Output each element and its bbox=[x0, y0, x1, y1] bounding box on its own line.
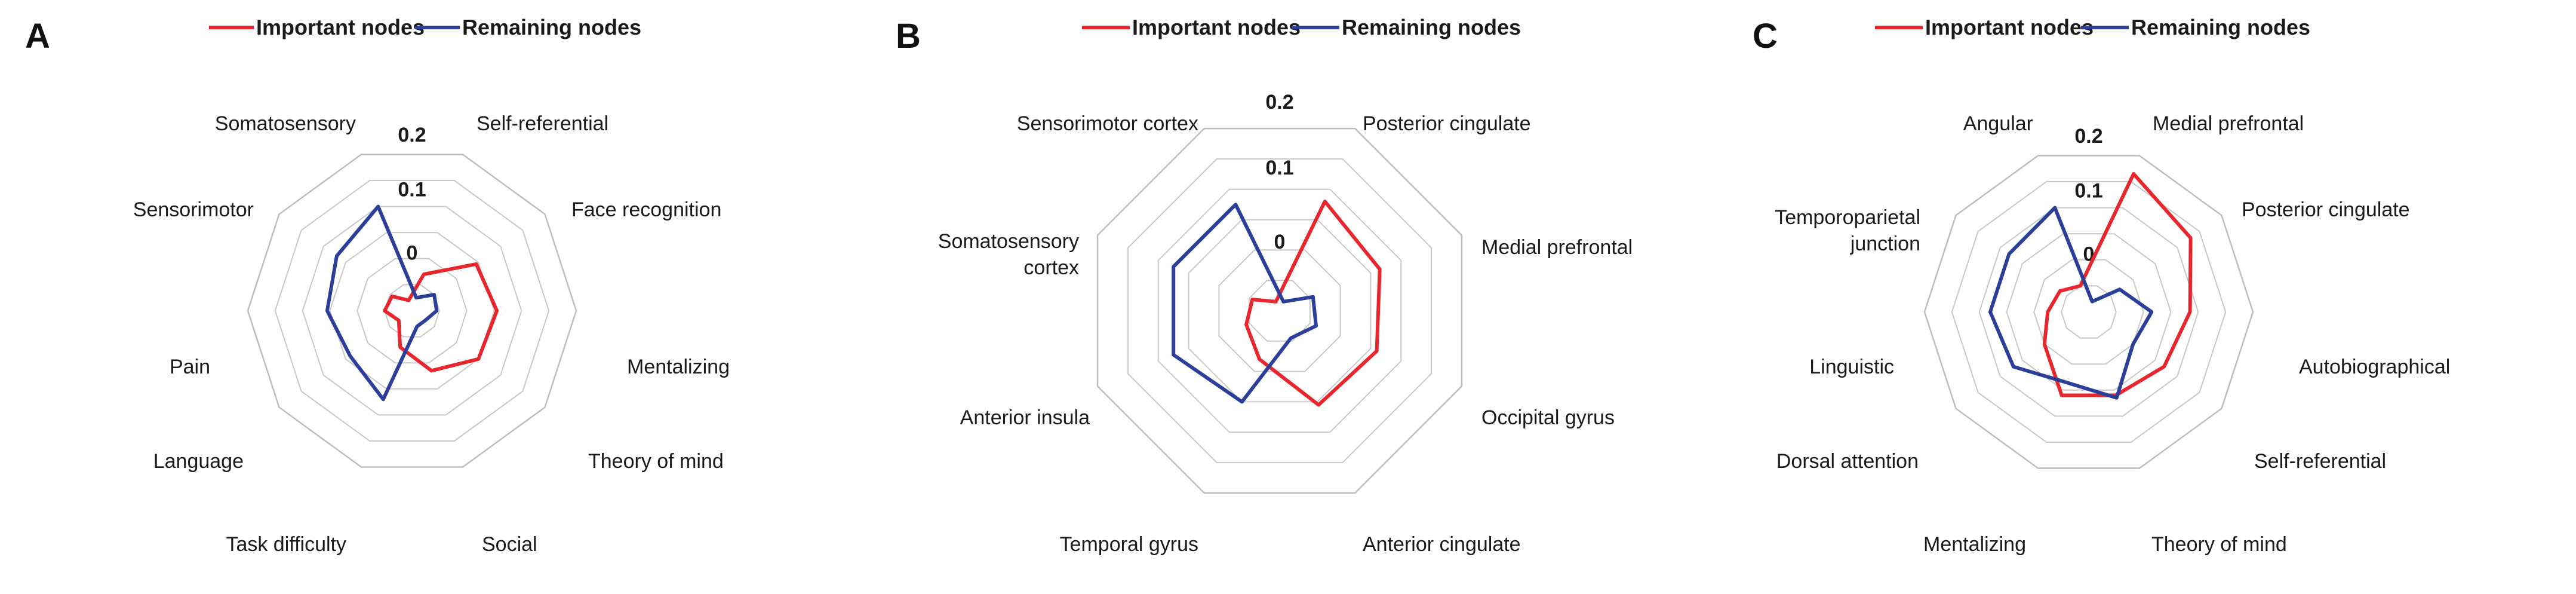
series-remaining-nodes bbox=[1988, 206, 2154, 400]
axis-label-line: junction bbox=[1850, 232, 1920, 255]
grid-ring bbox=[1157, 188, 1402, 433]
legend: Important nodes Remaining nodes bbox=[1082, 15, 1521, 39]
axis-label-sensorimotor: Sensorimotor bbox=[133, 198, 254, 221]
grid-ring bbox=[1096, 127, 1463, 494]
legend-label-important-nodes: Important nodes bbox=[1132, 15, 1301, 39]
axis-label-occipital-gyrus: Occipital gyrus bbox=[1481, 406, 1615, 429]
grid-ring bbox=[274, 180, 550, 442]
legend-label-important-nodes: Important nodes bbox=[1925, 15, 2094, 39]
legend: Important nodes Remaining nodes bbox=[209, 15, 641, 39]
grid-ring bbox=[2006, 233, 2172, 391]
grid-ring bbox=[2061, 285, 2117, 339]
legend-label-remaining-nodes: Remaining nodes bbox=[2131, 15, 2310, 39]
tick-label: 0.2 bbox=[2074, 125, 2102, 148]
axis-label-theory-of-mind: Theory of mind bbox=[588, 450, 724, 473]
axis-label-language: Language bbox=[153, 450, 244, 473]
axis-label-social: Social bbox=[482, 533, 537, 556]
axis-label-autobiographical: Autobiographical bbox=[2299, 356, 2450, 378]
grid-ring bbox=[1249, 280, 1311, 342]
axis-label-posterior-cingulate: Posterior cingulate bbox=[1363, 112, 1531, 135]
axis-label-line: Temporoparietal bbox=[1775, 206, 1920, 229]
axis-label-somatosensory: Somatosensory bbox=[215, 112, 356, 135]
axis-label-medial-prefrontal: Medial prefrontal bbox=[2153, 112, 2304, 135]
series-important-nodes bbox=[383, 262, 499, 373]
axis-label-self-referential: Self-referential bbox=[477, 112, 608, 135]
series-important-nodes bbox=[2042, 172, 2193, 397]
tick-label: 0 bbox=[407, 241, 418, 264]
axis-label-line: Somatosensory bbox=[938, 230, 1079, 253]
axis-label-mentalizing: Mentalizing bbox=[627, 356, 730, 378]
axis-label-temporal-gyrus: Temporal gyrus bbox=[1060, 533, 1198, 556]
grid-ring bbox=[302, 206, 522, 416]
tick-label: 0.2 bbox=[398, 124, 426, 146]
series-remaining-nodes bbox=[1172, 203, 1318, 404]
axis-label-linguistic: Linguistic bbox=[1809, 356, 1894, 378]
axis-label-angular: Angular bbox=[1963, 112, 2033, 135]
axis-label-face-recognition: Face recognition bbox=[571, 198, 721, 221]
axis-label-mentalizing: Mentalizing bbox=[1923, 533, 2026, 556]
axis-label-posterior-cingulate: Posterior cingulate bbox=[2242, 198, 2410, 221]
axis-label-medial-prefrontal: Medial prefrontal bbox=[1481, 236, 1633, 259]
tick-label: 0 bbox=[1274, 231, 1286, 253]
panel-letter: C bbox=[1753, 17, 1778, 56]
axis-label-anterior-insula: Anterior insula bbox=[960, 406, 1090, 429]
tick-label: 0.1 bbox=[1265, 157, 1293, 179]
radar-panel-b: B Important nodes Remaining nodes 0 0.1 0.2Po… bbox=[896, 15, 1633, 556]
legend-label-remaining-nodes: Remaining nodes bbox=[1342, 15, 1521, 39]
legend-label-important-nodes: Important nodes bbox=[256, 15, 425, 39]
grid-ring bbox=[247, 154, 577, 468]
axis-label-somatosensory-cortex: Somatosensory cortex bbox=[938, 230, 1079, 279]
tick-label: 0.1 bbox=[2074, 180, 2102, 203]
legend: Important nodes Remaining nodes bbox=[1875, 15, 2310, 39]
series-important-nodes bbox=[1244, 200, 1382, 407]
axis-label-line: cortex bbox=[1023, 256, 1079, 279]
grid-ring bbox=[1978, 207, 2199, 417]
grid-ring bbox=[2033, 259, 2144, 365]
grid-ring bbox=[1127, 158, 1433, 464]
tick-label: 0.2 bbox=[1265, 91, 1293, 114]
grid-ring bbox=[356, 258, 468, 364]
series-remaining-nodes bbox=[325, 204, 439, 402]
panel-letter: A bbox=[25, 17, 50, 56]
axis-label-self-referential: Self-referential bbox=[2254, 450, 2386, 473]
axis-label-theory-of-mind: Theory of mind bbox=[2151, 533, 2287, 556]
grid-ring bbox=[1218, 249, 1341, 372]
axis-label-pain: Pain bbox=[170, 356, 210, 378]
axis-label-sensorimotor-cortex: Sensorimotor cortex bbox=[1017, 112, 1198, 135]
legend-label-remaining-nodes: Remaining nodes bbox=[462, 15, 641, 39]
axis-label-anterior-cingulate: Anterior cingulate bbox=[1363, 533, 1521, 556]
axis-label-dorsal-attention: Dorsal attention bbox=[1776, 450, 1919, 473]
grid-ring bbox=[1923, 155, 2254, 469]
panel-letter: B bbox=[896, 17, 921, 56]
axis-label-task-difficulty: Task difficulty bbox=[226, 533, 346, 556]
axis-label-temporoparietal-junction: Temporoparietal junction bbox=[1775, 206, 1920, 255]
grid-ring bbox=[1951, 181, 2227, 443]
tick-label: 0.1 bbox=[398, 179, 426, 201]
